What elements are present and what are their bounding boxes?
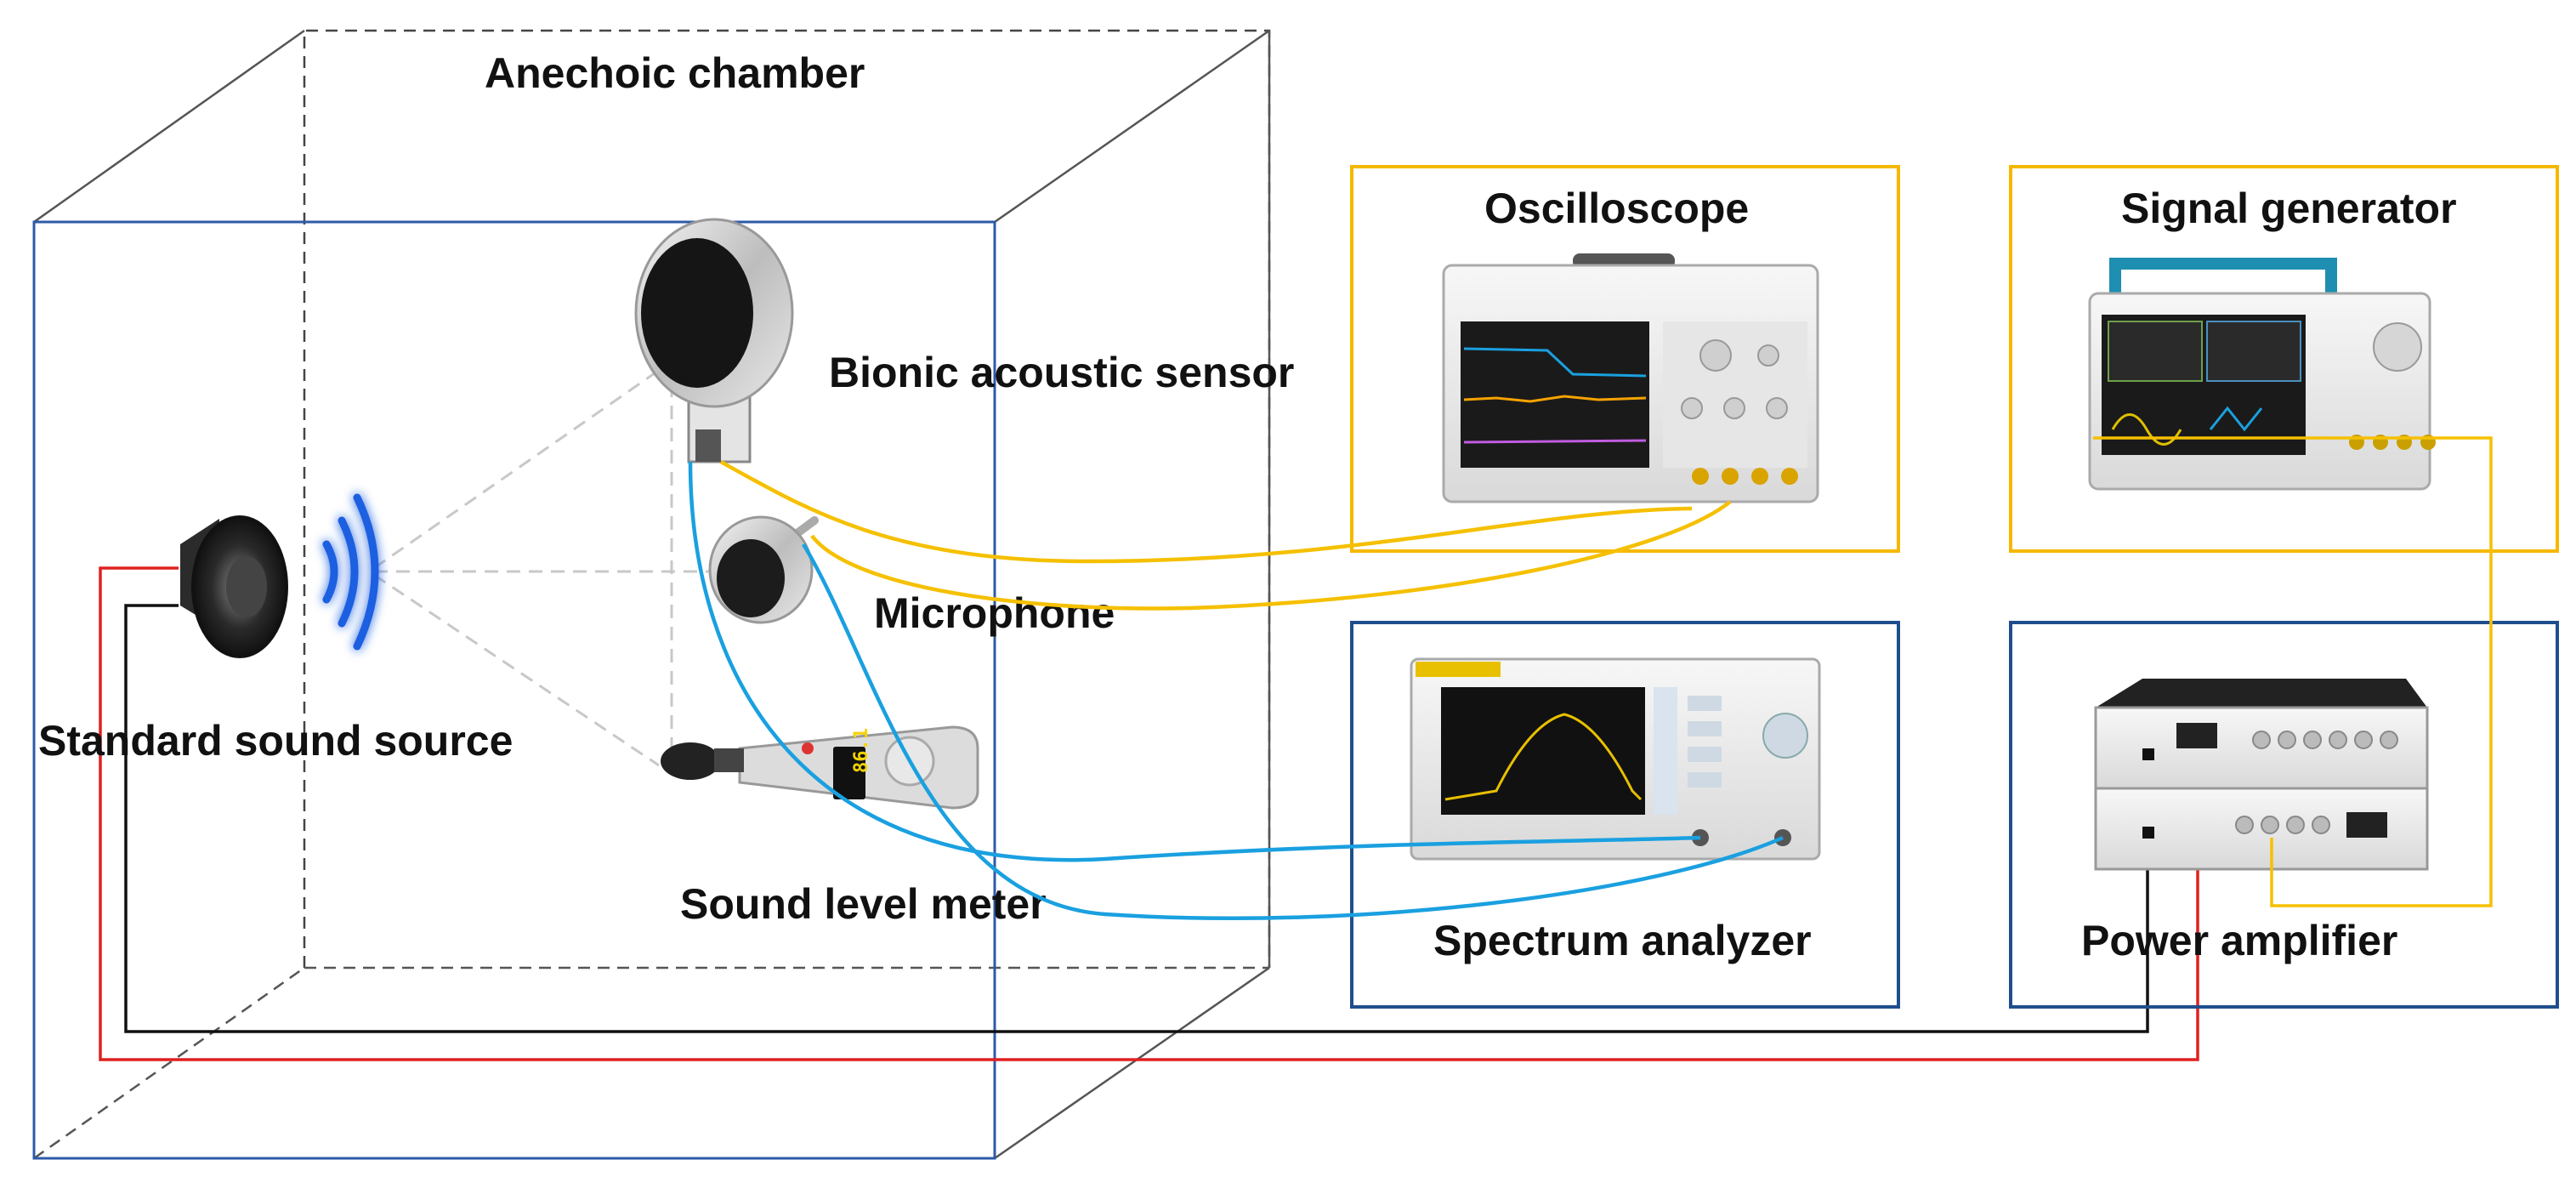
microphone-label: Microphone bbox=[874, 589, 1115, 637]
signal-generator-icon bbox=[2088, 258, 2436, 491]
anechoic-chamber bbox=[32, 29, 1271, 1160]
meter-reading: 86.1 bbox=[851, 728, 872, 773]
spectrum-analyzer-cables bbox=[688, 461, 1784, 921]
speaker-wires bbox=[99, 566, 2199, 1061]
power-amplifier-frame bbox=[2009, 621, 2559, 1009]
bionic-sensor-icon bbox=[634, 218, 794, 463]
spectrum-analyzer-label: Spectrum analyzer bbox=[1433, 917, 1812, 964]
power-amplifier-label: Power amplifier bbox=[2081, 917, 2397, 964]
signal-generator-label: Signal generator bbox=[2121, 185, 2457, 232]
signal-generator-to-amp-cable bbox=[2093, 436, 2493, 907]
chamber-label: Anechoic chamber bbox=[485, 49, 865, 97]
speaker-icon bbox=[180, 515, 288, 658]
sound-wave-icon bbox=[322, 493, 379, 651]
spectrum-analyzer-icon bbox=[1410, 657, 1821, 861]
oscilloscope-label: Oscilloscope bbox=[1484, 185, 1749, 232]
oscilloscope-cables bbox=[719, 460, 1732, 611]
bionic-sensor-label: Bionic acoustic sensor bbox=[829, 349, 1294, 396]
sound-level-meter-icon: 86.1 bbox=[661, 725, 979, 810]
power-amplifier-icon bbox=[2094, 679, 2429, 871]
oscilloscope-frame bbox=[1350, 165, 1900, 553]
microphone-icon bbox=[708, 515, 819, 624]
sound-level-meter-label: Sound level meter bbox=[680, 880, 1047, 928]
oscilloscope-icon bbox=[1442, 253, 1819, 503]
spectrum-analyzer-frame bbox=[1350, 621, 1900, 1009]
sound-field-lines bbox=[373, 360, 723, 767]
sound-source-label: Standard sound source bbox=[38, 717, 513, 765]
signal-generator-frame bbox=[2009, 165, 2559, 553]
